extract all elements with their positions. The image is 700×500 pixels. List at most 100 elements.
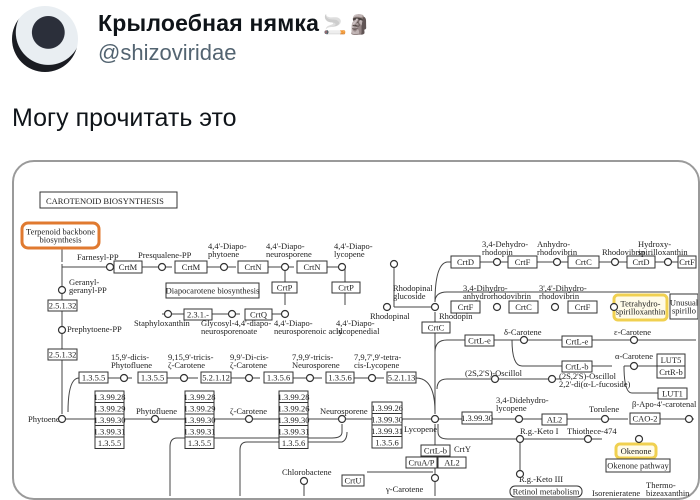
enzyme-box[interactable] <box>263 371 294 384</box>
enzyme-box[interactable] <box>78 371 109 384</box>
enzyme-box[interactable] <box>174 260 208 274</box>
compound-node[interactable] <box>430 473 440 483</box>
compound-node[interactable] <box>583 434 593 444</box>
enzyme-box[interactable] <box>47 348 78 361</box>
compound-node[interactable] <box>519 335 529 345</box>
enzyme-box[interactable] <box>461 411 493 425</box>
enzyme-box[interactable] <box>386 371 417 384</box>
compound-label: Rhodovibrin <box>602 247 646 257</box>
compound-node[interactable] <box>57 285 67 295</box>
enzyme-box[interactable] <box>567 300 598 314</box>
enzyme-box[interactable] <box>437 456 467 469</box>
compound-node[interactable] <box>600 414 610 424</box>
enzyme-box[interactable] <box>561 335 593 348</box>
enzyme-box[interactable] <box>165 282 260 299</box>
compound-node[interactable] <box>550 302 560 312</box>
enzyme-box[interactable] <box>421 321 451 334</box>
enzyme-box[interactable] <box>541 413 568 426</box>
enzyme-box[interactable] <box>605 458 671 473</box>
compound-node[interactable] <box>430 302 440 312</box>
compound-node[interactable] <box>227 309 237 319</box>
compound-node[interactable] <box>119 373 129 383</box>
compound-node[interactable] <box>609 302 619 312</box>
compound-node[interactable] <box>163 309 173 319</box>
enzyme-box[interactable] <box>137 371 168 384</box>
enzyme-box[interactable] <box>94 436 125 449</box>
enzyme-box[interactable] <box>509 485 583 498</box>
enzyme-box[interactable] <box>669 293 698 320</box>
compound-node[interactable] <box>634 434 644 444</box>
enzyme-box-label: 1.3.99.30 <box>94 415 126 425</box>
enzyme-box[interactable] <box>184 436 215 449</box>
compound-node[interactable] <box>492 257 502 267</box>
enzyme-box[interactable] <box>244 308 273 321</box>
compound-node[interactable] <box>299 476 309 486</box>
compound-node[interactable] <box>367 373 377 383</box>
enzyme-box[interactable] <box>296 260 328 274</box>
compound-node[interactable] <box>150 414 160 424</box>
enzyme-box[interactable] <box>614 442 658 460</box>
enzyme-box[interactable] <box>325 371 355 384</box>
compound-node[interactable] <box>105 262 115 272</box>
compound-node[interactable] <box>629 335 639 345</box>
enzyme-box-label: CrtL-b <box>565 362 588 372</box>
compound-node[interactable] <box>280 309 290 319</box>
compound-node[interactable] <box>514 414 524 424</box>
compound-node[interactable] <box>684 414 694 424</box>
compound-node[interactable] <box>389 259 399 269</box>
compound-node[interactable] <box>382 302 392 312</box>
compound-node[interactable] <box>157 262 167 272</box>
compound-node[interactable] <box>305 373 315 383</box>
avatar[interactable] <box>12 6 78 72</box>
enzyme-box[interactable] <box>278 436 309 449</box>
enzyme-box[interactable] <box>677 255 697 269</box>
compound-node[interactable] <box>552 257 562 267</box>
enzyme-box[interactable] <box>200 371 232 384</box>
compound-node[interactable] <box>663 257 673 267</box>
compound-node[interactable] <box>430 414 440 424</box>
enzyme-box[interactable] <box>508 300 539 314</box>
compound-node[interactable] <box>244 414 254 424</box>
enzyme-box-label: 1.3.5.6 <box>267 373 290 383</box>
enzyme-box[interactable] <box>507 255 538 269</box>
enzyme-box-label: CrtU <box>345 476 362 486</box>
compound-node[interactable] <box>515 434 525 444</box>
display-name[interactable]: Крылоебная нямка🚬🗿 <box>98 10 371 37</box>
enzyme-box[interactable] <box>271 281 298 294</box>
compound-node[interactable] <box>280 262 290 272</box>
user-handle[interactable]: @shizoviridae <box>98 40 237 65</box>
enzyme-box[interactable] <box>420 444 451 457</box>
compound-node[interactable] <box>219 262 229 272</box>
enzyme-box[interactable] <box>47 299 78 312</box>
enzyme-box[interactable] <box>341 474 365 487</box>
enzyme-box[interactable] <box>20 221 101 250</box>
compound-node[interactable] <box>610 257 620 267</box>
compound-label: Rhodopin <box>439 311 473 321</box>
enzyme-box[interactable] <box>331 281 361 294</box>
compound-node[interactable] <box>490 374 500 384</box>
enzyme-box[interactable] <box>626 255 656 269</box>
enzyme-box[interactable] <box>183 308 213 321</box>
enzyme-box[interactable] <box>656 365 686 379</box>
compound-node[interactable] <box>244 373 254 383</box>
compound-node[interactable] <box>57 414 67 424</box>
compound-node[interactable] <box>629 361 639 371</box>
compound-node[interactable] <box>179 373 189 383</box>
enzyme-box[interactable] <box>371 436 403 449</box>
enzyme-box[interactable] <box>450 300 481 314</box>
enzyme-box[interactable] <box>657 387 688 400</box>
enzyme-box[interactable] <box>561 360 593 373</box>
compound-node[interactable] <box>515 469 525 479</box>
enzyme-box[interactable] <box>629 412 661 425</box>
compound-node[interactable] <box>492 302 502 312</box>
enzyme-box[interactable] <box>464 334 495 347</box>
compound-node[interactable] <box>337 414 347 424</box>
enzyme-box[interactable] <box>450 255 481 269</box>
enzyme-box[interactable] <box>567 255 600 269</box>
enzyme-box[interactable] <box>237 260 269 274</box>
compound-node[interactable] <box>337 262 347 272</box>
compound-node[interactable] <box>57 325 67 335</box>
compound-node[interactable] <box>547 374 557 384</box>
enzyme-box[interactable] <box>405 456 438 469</box>
